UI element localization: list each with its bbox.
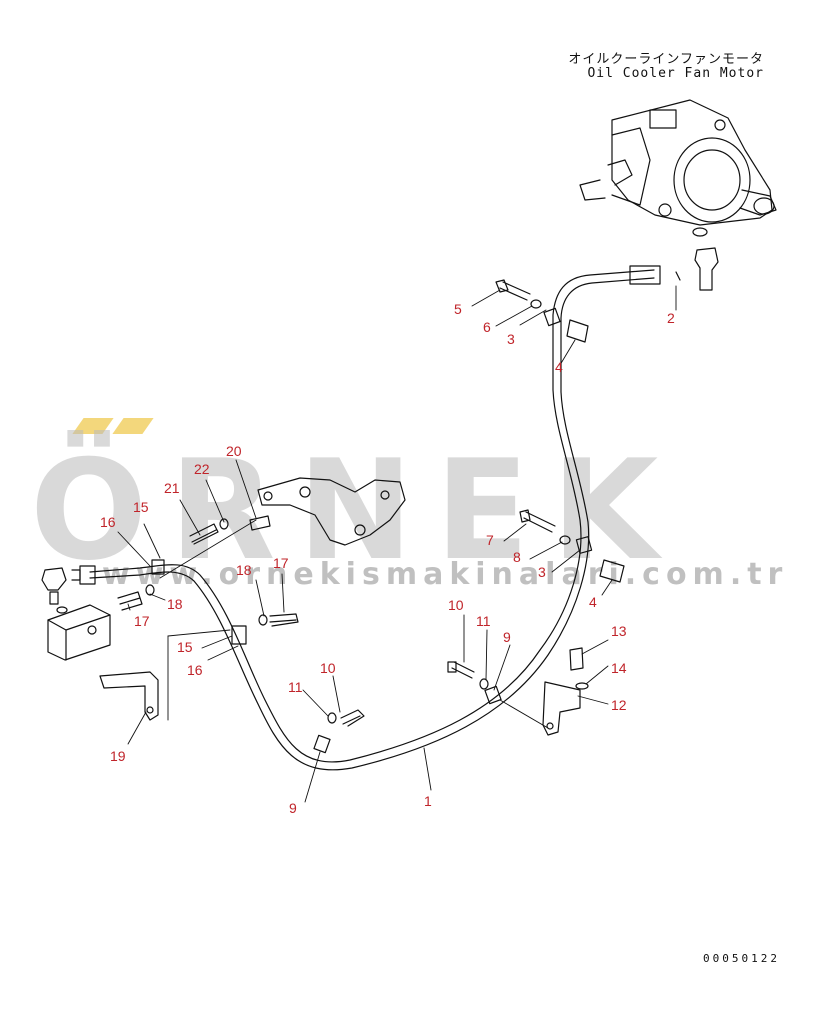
callout-number: 4 [555,359,563,375]
fan-motor [579,99,777,237]
bracket-19 [99,671,159,721]
spacers [566,319,625,583]
left-elbow-fitting [41,567,68,614]
clamps [151,307,593,754]
callout-number: 3 [507,331,515,347]
callout-number: 12 [611,697,627,713]
callout-number: 20 [226,443,242,459]
callout-number: 17 [273,555,289,571]
callout-number: 18 [167,596,183,612]
diagram-title-japanese: オイルクーラインファンモータ [568,52,764,67]
callout-number: 7 [486,532,494,548]
callout-number: 3 [538,564,546,580]
callout-number: 1 [424,793,432,809]
callout-number: 15 [133,499,149,515]
hose-main [71,265,661,771]
callout-number: 19 [110,748,126,764]
connector-block [47,604,111,661]
callout-number: 6 [483,319,491,335]
callout-number: 5 [454,301,462,317]
callout-number: 13 [611,623,627,639]
callout-number: 15 [177,639,193,655]
callout-number: 18 [236,562,252,578]
drawing-number: 00050122 [703,952,780,965]
watermark-url: www.ornekismakinalari.com.tr [102,557,789,592]
callout-number: 9 [503,629,511,645]
callouts: 1 2 3 3 4 4 5 6 7 8 9 9 10 10 11 11 12 1… [100,301,675,816]
watermark-brand: ÖRNEK [30,430,681,591]
callout-number: 16 [187,662,203,678]
callout-number: 11 [476,613,491,629]
callout-number: 4 [589,594,597,610]
bolts [117,279,589,727]
callout-number: 11 [288,679,303,695]
callout-number: 14 [611,660,627,676]
elbow-fitting [675,247,719,291]
callout-number: 16 [100,514,116,530]
bracket-12 [542,681,581,736]
callout-number: 9 [289,800,297,816]
bracket-20 [257,477,406,546]
leader-lines [117,285,677,803]
callout-number: 2 [667,310,675,326]
callout-number: 22 [194,461,210,477]
callout-number: 10 [448,597,464,613]
callout-number: 21 [164,480,180,496]
callout-number: 8 [513,549,521,565]
callout-number: 17 [134,613,150,629]
callout-number: 10 [320,660,336,676]
diagram-title-english: Oil Cooler Fan Motor [587,66,764,81]
